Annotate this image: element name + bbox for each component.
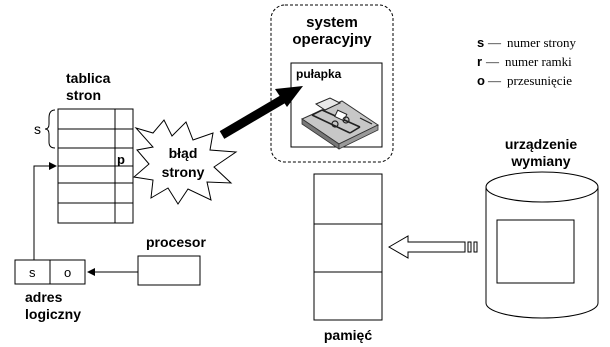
page-table-s-marker: s (34, 121, 41, 137)
os-dashed-box (270, 4, 394, 163)
logical-address-box (14, 259, 86, 285)
os-title-line2: operacyjny (292, 31, 372, 48)
trap-label: pułapka (296, 67, 342, 81)
page-fault-line1: błąd (169, 145, 198, 161)
page-table-title-line1: tablica (66, 70, 111, 86)
logical-address-label-line2: logiczny (25, 306, 81, 322)
legend-key-o: o (477, 73, 485, 88)
swap-in-arrow (388, 235, 478, 259)
legend: s — numer strony r — numer ramki o — prz… (477, 35, 576, 88)
memory-block (313, 173, 383, 321)
swap-device-cylinder (485, 171, 599, 319)
logical-address-label-line1: adres (25, 289, 63, 305)
logical-address-o: o (64, 265, 71, 280)
legend-key-s: s (477, 35, 484, 50)
legend-text-r: numer ramki (505, 54, 572, 69)
logical-address-s: s (29, 265, 36, 280)
swap-device-label-line1: urządzenie (505, 136, 578, 152)
legend-dash-r: — (485, 54, 500, 69)
legend-dash-o: — (487, 73, 502, 88)
mousetrap-icon (300, 97, 380, 150)
address-to-table-arrow (33, 162, 57, 260)
processor-box (137, 255, 201, 286)
trap-arrow (219, 86, 303, 139)
page-fault-line2: strony (162, 164, 205, 180)
memory-label: pamięć (324, 327, 372, 343)
legend-key-r: r (477, 54, 482, 69)
page-table-p-marker: p (117, 152, 125, 167)
os-title-line1: system (306, 14, 358, 31)
legend-text-s: numer strony (507, 35, 576, 50)
s-brace (44, 109, 56, 149)
swap-device-label-line2: wymiany (510, 153, 570, 169)
page-fault-burst (132, 119, 238, 205)
legend-dash-s: — (487, 35, 502, 50)
processor-label: procesor (146, 234, 206, 250)
legend-text-o: przesunięcie (507, 73, 572, 88)
page-table (57, 108, 134, 224)
page-table-title-line2: stron (66, 87, 101, 103)
